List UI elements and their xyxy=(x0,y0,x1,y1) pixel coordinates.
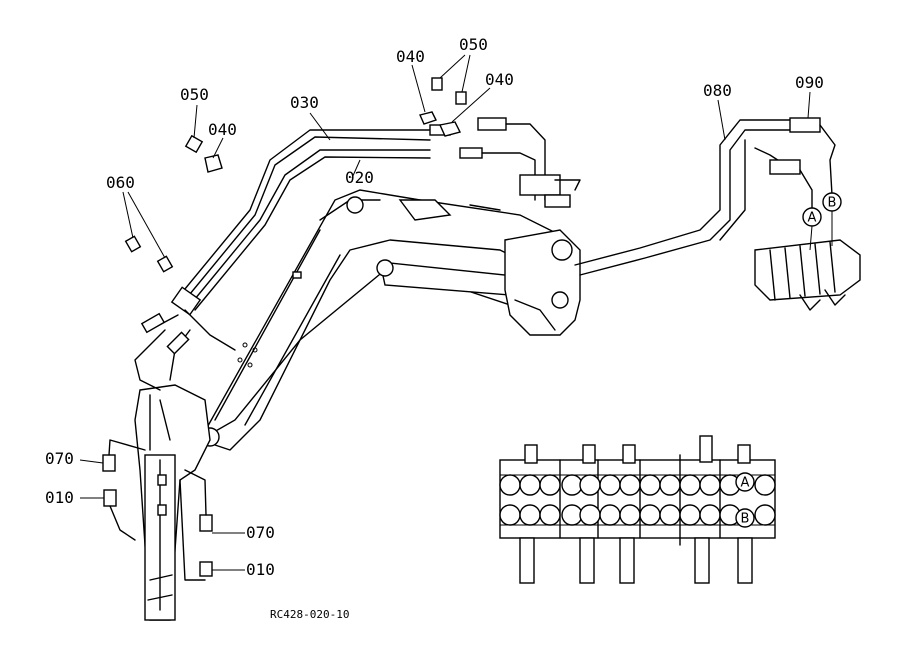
boom-assembly xyxy=(198,189,581,451)
callout-050-top: 050 xyxy=(459,35,488,54)
valve-ports-lower-row xyxy=(499,504,776,526)
port-a-detail-label: A xyxy=(741,476,750,491)
callout-070-left: 070 xyxy=(45,449,74,468)
callout-080: 080 xyxy=(703,81,732,100)
callout-070-right: 070 xyxy=(246,523,275,542)
callout-010-left: 010 xyxy=(45,488,74,507)
callout-060: 060 xyxy=(106,173,135,192)
callout-020: 020 xyxy=(345,168,374,187)
port-b-detail-circle xyxy=(735,508,755,528)
callout-040-top: 040 xyxy=(396,47,425,66)
port-b-detail-label: B xyxy=(741,512,750,527)
callout-010-right: 010 xyxy=(246,560,275,579)
port-a-detail-circle xyxy=(735,472,755,492)
callout-040-left: 040 xyxy=(208,120,237,139)
control-valve-detail: A B xyxy=(499,435,776,584)
valve-hoses xyxy=(574,117,836,276)
port-labels-top: A B xyxy=(802,192,842,251)
leader-lines xyxy=(79,54,811,571)
valve-ports-upper-row xyxy=(499,474,776,496)
callout-040-right: 040 xyxy=(485,70,514,89)
arm-assembly xyxy=(134,384,211,621)
fittings xyxy=(102,77,467,577)
callout-050-left: 050 xyxy=(180,85,209,104)
drawing-code: RC428-020-10 xyxy=(270,608,349,621)
callout-labels: 050 040 030 020 040 050 040 060 070 010 … xyxy=(45,35,824,579)
callout-030: 030 xyxy=(290,93,319,112)
hose-lines xyxy=(134,117,581,391)
callout-090: 090 xyxy=(795,73,824,92)
control-valve-small xyxy=(754,239,861,311)
port-b-label: B xyxy=(828,196,837,211)
port-a-label: A xyxy=(808,211,817,226)
